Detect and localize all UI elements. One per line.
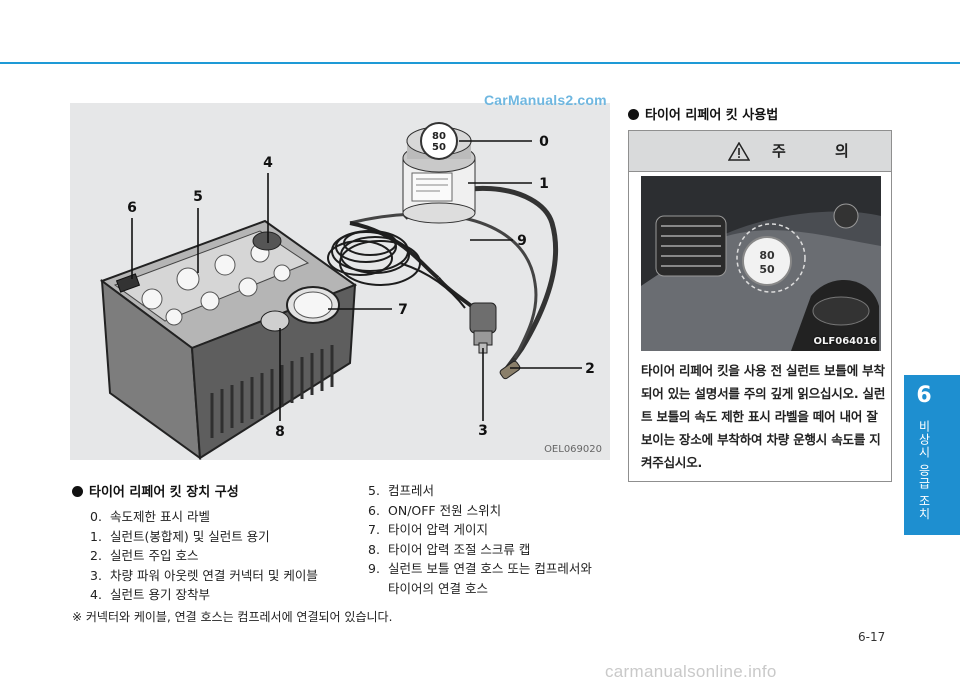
components-list-left: 0.속도제한 표시 라벨 1.실런트(봉합제) 및 실런트 용기 2.실런트 주… <box>90 507 318 605</box>
usage-heading-text: 타이어 리페어 킷 사용법 <box>645 108 779 123</box>
caution-text: 타이어 리페어 킷을 사용 전 실런트 보틀에 부착되어 있는 설명서를 주의 … <box>641 363 886 470</box>
repair-kit-figure: 80 50 <box>70 103 610 460</box>
cable-coil <box>327 230 466 309</box>
caution-title: 주 의 <box>772 142 871 160</box>
figure-code: OEL069020 <box>544 444 602 455</box>
components-heading: 타이어 리페어 킷 장치 구성 <box>72 481 239 500</box>
bullet-icon <box>628 109 639 120</box>
dashboard-illustration <box>641 176 881 351</box>
components-heading-text: 타이어 리페어 킷 장치 구성 <box>89 485 239 500</box>
callout-9: 9 <box>517 233 527 249</box>
watermark: CarManuals2.com <box>484 92 607 108</box>
usage-heading: 타이어 리페어 킷 사용법 <box>628 104 778 123</box>
dashboard-label-photo: 80 50 OLF064016 <box>641 176 881 351</box>
image-code: OLF064016 <box>813 336 877 347</box>
page-number: 6-17 <box>858 630 886 644</box>
list-item: 3.차량 파워 아웃렛 연결 커넥터 및 케이블 <box>90 567 318 583</box>
dashboard-gauge-labels: 80 50 <box>759 249 775 276</box>
callout-0: 0 <box>539 134 549 150</box>
sealant-bottle <box>402 122 476 224</box>
list-item: 4.실런트 용기 장착부 <box>90 587 210 602</box>
bullet-icon <box>72 486 83 497</box>
connection-note: ※ 커넥터와 케이블, 연결 호스는 컴프레서에 연결되어 있습니다. <box>72 610 393 624</box>
list-item: 7.타이어 압력 게이지 <box>368 522 488 537</box>
list-item: 8.타이어 압력 조절 스크류 캡 <box>368 541 531 557</box>
chapter-label: 비상시 응급 조치 <box>917 420 931 521</box>
callout-6: 6 <box>127 200 137 216</box>
footer-watermark: carmanualsonline.info <box>605 662 777 681</box>
callout-4: 4 <box>263 155 273 171</box>
top-rule <box>0 62 960 64</box>
callout-1: 1 <box>539 176 549 192</box>
list-item: 5.컴프레서 <box>368 483 435 498</box>
callout-3: 3 <box>478 423 488 439</box>
callout-7: 7 <box>398 302 408 318</box>
power-connector <box>469 302 497 354</box>
caution-header: 주 의 <box>629 131 891 172</box>
chapter-number: 6 <box>916 383 932 408</box>
compressor <box>99 219 358 460</box>
caution-box: 주 의 80 50 OLF064016 타이어 리페어 킷을 사용 전 실런트 … <box>628 130 892 482</box>
chapter-tab <box>904 375 960 535</box>
bottle-gauge-50: 50 <box>432 142 446 153</box>
warning-icon <box>728 142 750 161</box>
components-list-right: 5.컴프레서 6.ON/OFF 전원 스위치 7.타이어 압력 게이지 8.타이… <box>368 481 592 598</box>
label-gauge-50: 50 <box>759 263 775 276</box>
list-item: 1.실런트(봉합제) 및 실런트 용기 <box>90 528 270 544</box>
list-item: 0.속도제한 표시 라벨 <box>90 509 210 524</box>
bottle-gauge-80: 80 <box>432 131 446 142</box>
list-item: 2.실런트 주입 호스 <box>90 548 199 563</box>
callout-2: 2 <box>585 361 595 377</box>
callout-8: 8 <box>275 424 285 440</box>
callout-5: 5 <box>193 189 203 205</box>
list-item: 6.ON/OFF 전원 스위치 <box>368 502 502 518</box>
repair-kit-illustration: 80 50 <box>99 122 595 460</box>
label-gauge-80: 80 <box>759 249 775 262</box>
